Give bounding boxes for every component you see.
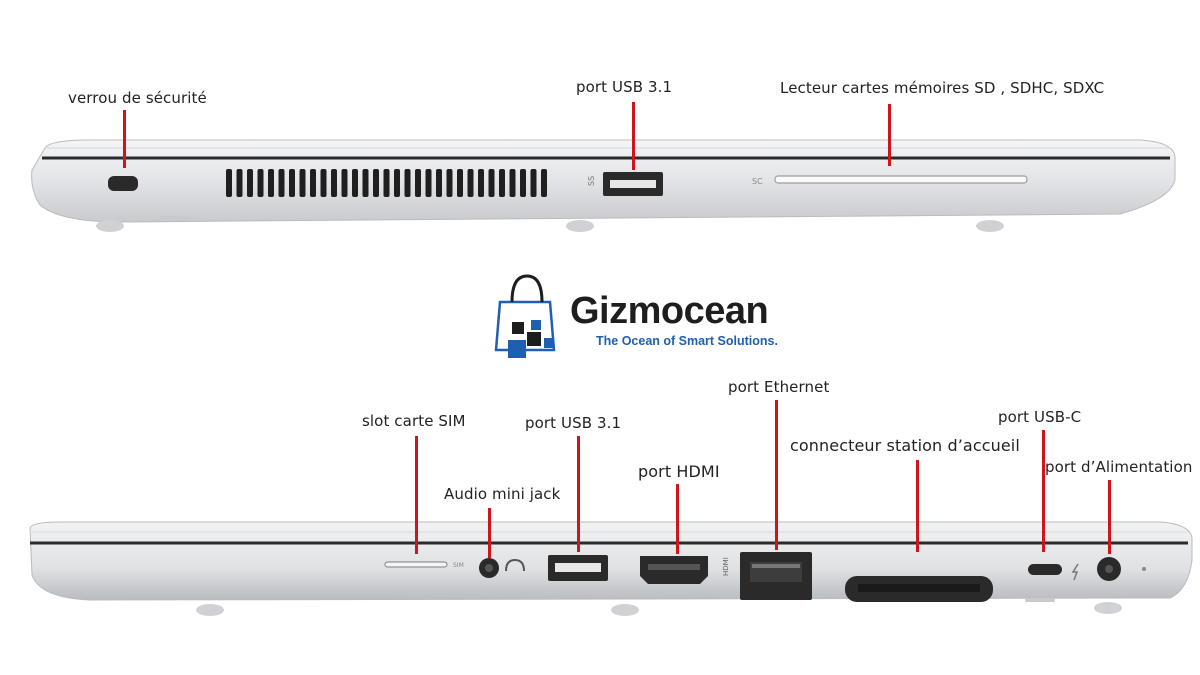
vent-slot (499, 169, 505, 197)
brand-tagline: The Ocean of Smart Solutions. (596, 334, 778, 348)
usb-c-port (1028, 563, 1079, 581)
vent-slot (394, 169, 400, 197)
leader-card-reader (888, 104, 891, 166)
vent-slot (404, 169, 411, 197)
leader-ethernet (775, 400, 778, 550)
leader-sim-slot (415, 436, 418, 554)
label-ethernet: port Ethernet (728, 378, 830, 396)
leader-power (1108, 480, 1111, 554)
vent-slot (446, 169, 453, 197)
vent-slot (457, 169, 463, 197)
label-sim-slot: slot carte SIM (362, 412, 466, 430)
usb-port-top: SS (587, 172, 663, 196)
vent-slot (341, 169, 348, 197)
label-docking: connecteur station d’accueil (790, 436, 1020, 455)
usb-port-bottom (548, 555, 608, 581)
label-power: port d’Alimentation (1045, 458, 1193, 476)
vent-slot (436, 169, 442, 197)
leader-usb-c (1042, 430, 1045, 552)
audio-jack (479, 558, 525, 578)
vent-slot (289, 169, 295, 197)
brand-name: Gizmocean (570, 290, 769, 332)
leader-hdmi (676, 484, 679, 554)
vent-slot (373, 169, 379, 197)
docking-connector (845, 576, 993, 602)
leader-audio-jack (488, 508, 491, 558)
sd-mark: SC (752, 177, 763, 186)
leader-security-lock (123, 110, 126, 168)
leader-usb-bottom (577, 436, 580, 552)
ethernet-port (740, 552, 812, 600)
vent-slot (226, 169, 232, 197)
sd-card-slot: SC (752, 175, 1028, 186)
vent-slot (415, 169, 421, 197)
label-audio-jack: Audio mini jack (444, 485, 561, 503)
vent-slot (331, 169, 337, 197)
vent-slot (425, 169, 432, 197)
vent-slot (488, 169, 495, 197)
vent-slot (268, 169, 274, 197)
vent-slot (541, 169, 547, 197)
vent-slot (383, 169, 390, 197)
label-usb-top: port USB 3.1 (576, 78, 673, 96)
label-usb-c: port USB-C (998, 408, 1082, 426)
vent-slot (278, 169, 285, 197)
vent-slot (478, 169, 484, 197)
vent-slot (247, 169, 253, 197)
vent-slot (509, 169, 516, 197)
sim-card-slot: SIM (384, 561, 464, 569)
vent-slot (352, 169, 358, 197)
vent-slot (310, 169, 316, 197)
shopping-bag-icon (494, 274, 556, 358)
ventilation-grille (226, 169, 547, 197)
vent-slot (362, 169, 369, 197)
label-usb-bottom: port USB 3.1 (525, 414, 622, 432)
label-security-lock: verrou de sécurité (68, 89, 207, 107)
vent-slot (320, 169, 327, 197)
hdmi-mark: HDMI (722, 557, 730, 576)
vent-slot (520, 169, 526, 197)
label-card-reader: Lecteur cartes mémoires SD , SDHC, SDXC (780, 79, 1105, 97)
label-hdmi: port HDMI (638, 462, 720, 481)
vent-slot (530, 169, 537, 197)
usb-mark: SS (587, 176, 596, 186)
vent-slot (299, 169, 306, 197)
leader-docking (916, 460, 919, 552)
leader-usb-top (632, 102, 635, 170)
vent-slot (257, 169, 264, 197)
power-port (1097, 557, 1146, 581)
security-lock-slot (108, 176, 138, 191)
bottom-chassis (29, 521, 1193, 616)
brand-logo: Gizmocean The Ocean of Smart Solutions. (494, 272, 794, 360)
vent-slot (236, 169, 243, 197)
hdmi-port: HDMI (640, 556, 730, 584)
sim-mark: SIM (453, 562, 464, 569)
vent-slot (467, 169, 474, 197)
